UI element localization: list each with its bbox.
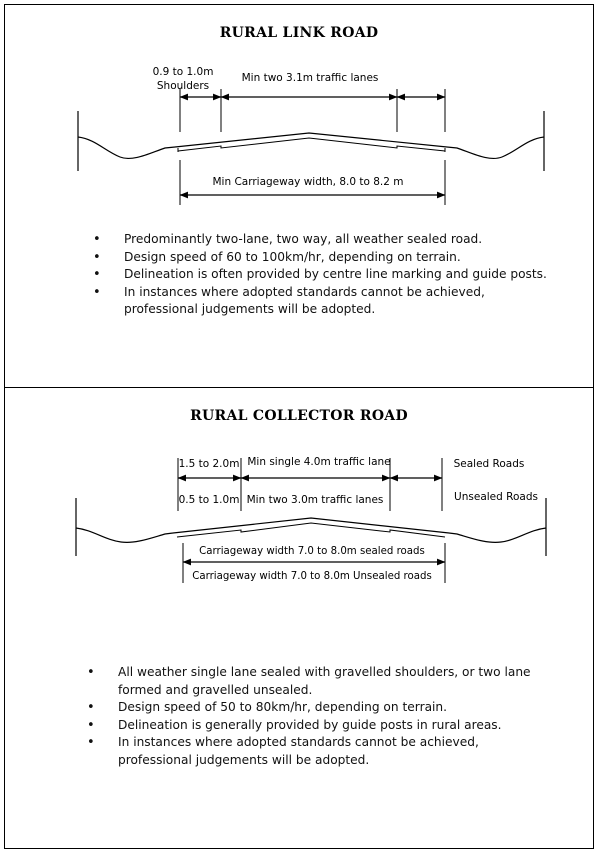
collector-pavement-surface bbox=[172, 517, 450, 534]
collector-sealed-shoulder-label: 1.5 to 2.0m bbox=[179, 458, 240, 470]
link-shoulders-label: Shoulders bbox=[157, 80, 209, 92]
link-road-title: RURAL LINK ROAD bbox=[219, 25, 379, 41]
collector-road-cross-section-diagram: 1.5 to 2.0m Min single 4.0m traffic lane… bbox=[75, 456, 547, 583]
collector-unsealed-roads-label: Unsealed Roads bbox=[454, 491, 538, 503]
collector-pavement-base bbox=[176, 522, 446, 538]
collector-road-bullet-list: All weather single lane sealed with grav… bbox=[87, 664, 567, 769]
list-item: Design speed of 50 to 80km/hr, depending… bbox=[87, 699, 567, 717]
link-pavement-base bbox=[177, 137, 446, 152]
collector-sealed-lane-label: Min single 4.0m traffic lane bbox=[247, 456, 390, 468]
collector-sealed-roads-label: Sealed Roads bbox=[454, 458, 525, 470]
link-carriageway-label: Min Carriageway width, 8.0 to 8.2 m bbox=[212, 176, 403, 188]
list-item: Delineation is often provided by centre … bbox=[93, 266, 573, 284]
collector-left-batter-table-drain bbox=[75, 527, 174, 543]
collector-unsealed-shoulder-label: 0.5 to 1.0m bbox=[179, 494, 240, 506]
collector-road-title: RURAL COLLECTOR ROAD bbox=[190, 408, 408, 424]
rural-link-road-panel: RURAL LINK ROAD 0.9 to 1.0m Shoulders Mi… bbox=[4, 4, 594, 388]
list-item: In instances where adopted standards can… bbox=[93, 284, 573, 319]
list-item: In instances where adopted standards can… bbox=[87, 734, 567, 769]
list-item: Design speed of 60 to 100km/hr, dependin… bbox=[93, 249, 573, 267]
collector-unsealed-lanes-label: Min two 3.0m traffic lanes bbox=[247, 494, 384, 506]
link-pavement-surface bbox=[174, 132, 448, 148]
collector-carriageway-sealed-label: Carriageway width 7.0 to 8.0m sealed roa… bbox=[199, 546, 425, 557]
rural-collector-road-panel: RURAL COLLECTOR ROAD 1.5 to 2.0m Min sin… bbox=[4, 387, 594, 849]
collector-carriageway-unsealed-label: Carriageway width 7.0 to 8.0m Unsealed r… bbox=[192, 571, 432, 582]
link-lanes-label: Min two 3.1m traffic lanes bbox=[242, 72, 379, 84]
list-item: Predominantly two-lane, two way, all wea… bbox=[93, 231, 573, 249]
collector-right-batter-table-drain bbox=[448, 527, 547, 543]
link-road-bullet-list: Predominantly two-lane, two way, all wea… bbox=[93, 231, 573, 319]
link-shoulder-width-label: 0.9 to 1.0m bbox=[153, 66, 214, 78]
link-road-cross-section-diagram: 0.9 to 1.0m Shoulders Min two 3.1m traff… bbox=[77, 66, 545, 205]
link-right-batter-table-drain bbox=[446, 136, 545, 160]
list-item: Delineation is generally provided by gui… bbox=[87, 717, 567, 735]
link-left-batter-table-drain bbox=[77, 136, 176, 160]
list-item: All weather single lane sealed with grav… bbox=[87, 664, 567, 699]
